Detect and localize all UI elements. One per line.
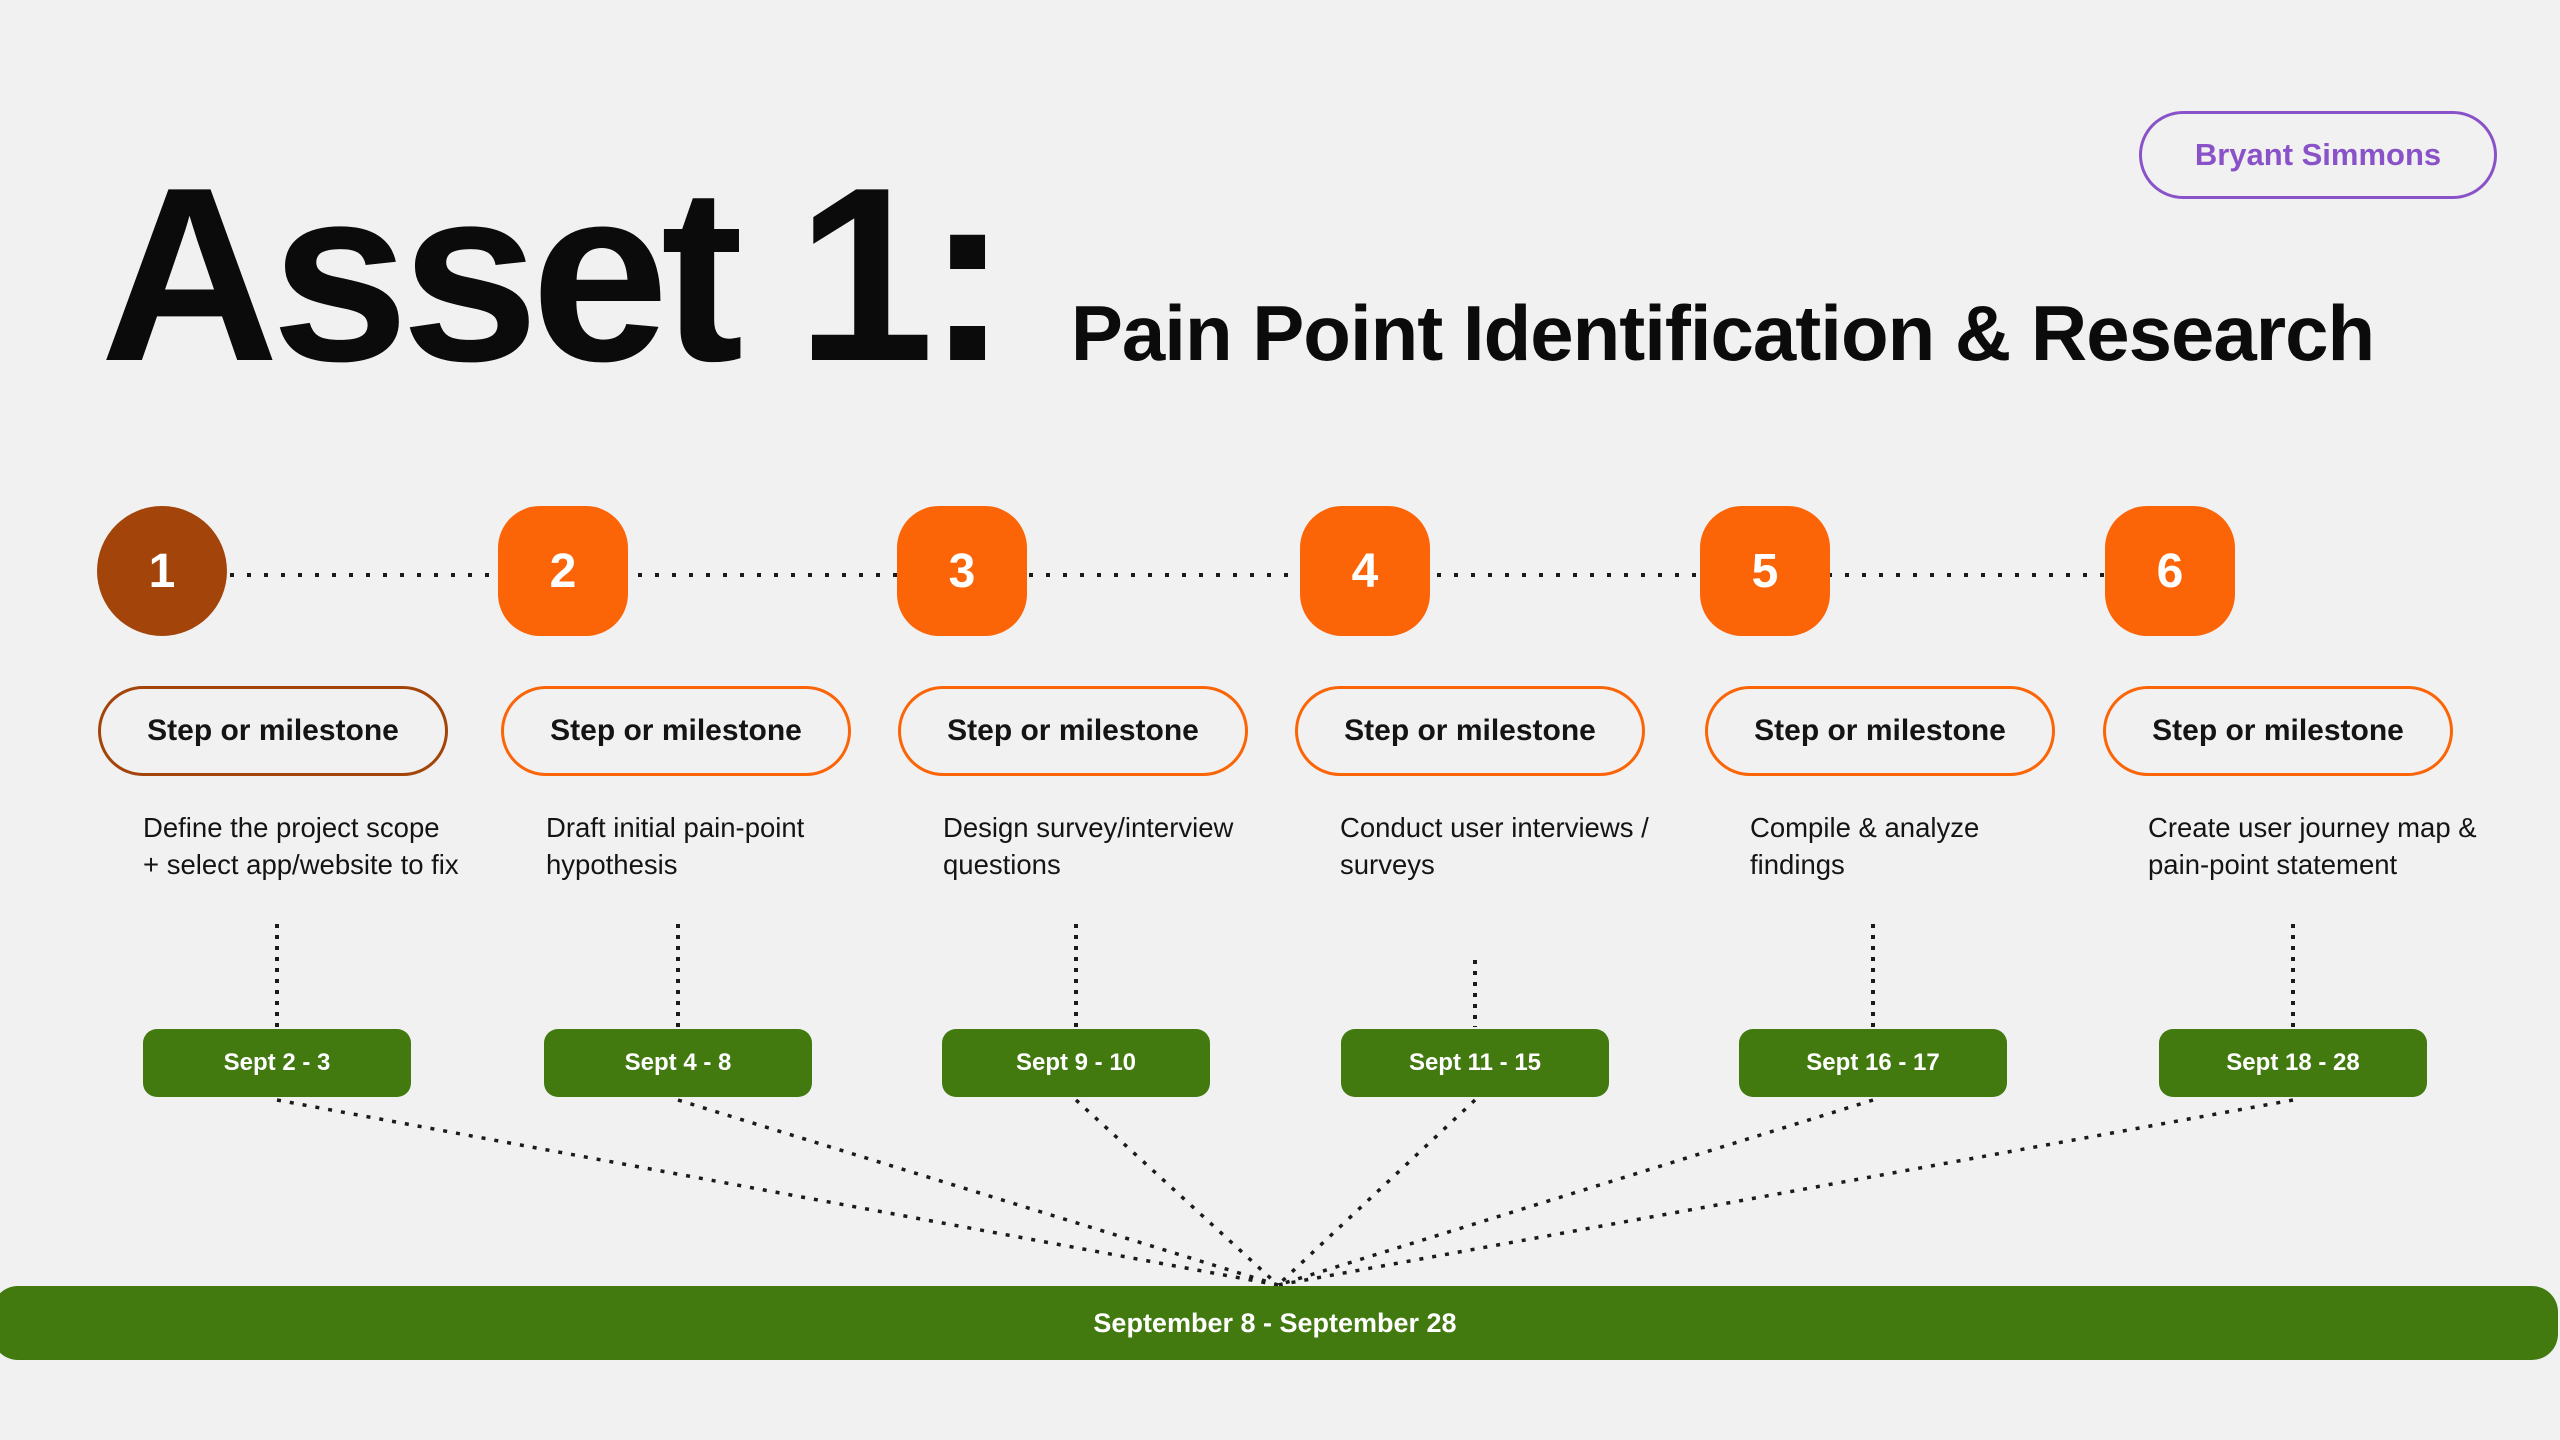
step-pill-label: Step or milestone — [1344, 714, 1596, 747]
step-pill-label: Step or milestone — [1754, 714, 2006, 747]
page-header: Asset 1: Pain Point Identification & Res… — [100, 135, 2375, 413]
step-description-4: Conduct user interviews / surveys — [1340, 812, 1649, 880]
step-marker-1[interactable]: 1 — [97, 506, 227, 636]
step-date-badge-1[interactable]: Sept 2 - 3 — [143, 1029, 411, 1097]
step-description-2: Draft initial pain-point hypothesis — [546, 812, 805, 880]
step-pill-6[interactable]: Step or milestone — [2103, 686, 2453, 776]
vertical-connectors — [275, 924, 2295, 1027]
step-pill-label: Step or milestone — [2152, 714, 2404, 747]
step-pill-label: Step or milestone — [550, 714, 802, 747]
step-date-label: Sept 16 - 17 — [1806, 1049, 1940, 1076]
step-description-3: Design survey/interview questions — [943, 812, 1234, 880]
step-number: 1 — [148, 544, 176, 598]
step-number: 6 — [2156, 544, 2184, 598]
page-title: Asset 1: — [100, 135, 1009, 413]
step-marker-3[interactable]: 3 — [897, 506, 1027, 636]
step-number: 3 — [948, 544, 976, 598]
profile-badge[interactable]: Bryant Simmons — [2139, 111, 2497, 199]
profile-badge-label: Bryant Simmons — [2194, 137, 2442, 172]
step-pill-label: Step or milestone — [147, 714, 399, 747]
page-subtitle: Pain Point Identification & Research — [1070, 289, 2375, 377]
overall-range-bar[interactable]: September 8 - September 28 — [0, 1286, 2558, 1360]
step-description-1: Define the project scope + select app/we… — [143, 812, 459, 880]
convergence-connectors — [276, 1098, 2294, 1287]
step-marker-4[interactable]: 4 — [1300, 506, 1430, 636]
step-date-label: Sept 2 - 3 — [223, 1049, 331, 1076]
step-marker-5[interactable]: 5 — [1700, 506, 1830, 636]
step-pill-1[interactable]: Step or milestone — [98, 686, 448, 776]
step-marker-6[interactable]: 6 — [2105, 506, 2235, 636]
step-pill-2[interactable]: Step or milestone — [501, 686, 851, 776]
step-date-label: Sept 4 - 8 — [624, 1049, 732, 1076]
step-marker-2[interactable]: 2 — [498, 506, 628, 636]
step-date-badge-5[interactable]: Sept 16 - 17 — [1739, 1029, 2007, 1097]
step-description-6: Create user journey map & pain-point sta… — [2148, 812, 2477, 880]
step-pill-label: Step or milestone — [947, 714, 1199, 747]
step-date-badge-3[interactable]: Sept 9 - 10 — [942, 1029, 1210, 1097]
step-number: 5 — [1751, 544, 1779, 598]
step-pill-3[interactable]: Step or milestone — [898, 686, 1248, 776]
overall-range-label: September 8 - September 28 — [1093, 1307, 1457, 1338]
step-date-badge-2[interactable]: Sept 4 - 8 — [544, 1029, 812, 1097]
step-pill-5[interactable]: Step or milestone — [1705, 686, 2055, 776]
step-number: 4 — [1351, 544, 1379, 598]
step-description-5: Compile & analyze findings — [1750, 812, 1980, 880]
step-date-label: Sept 9 - 10 — [1015, 1049, 1137, 1076]
step-date-badge-4[interactable]: Sept 11 - 15 — [1341, 1029, 1609, 1097]
step-date-badge-6[interactable]: Sept 18 - 28 — [2159, 1029, 2427, 1097]
step-number: 2 — [549, 544, 577, 598]
step-date-label: Sept 18 - 28 — [2226, 1049, 2360, 1076]
step-date-label: Sept 11 - 15 — [1408, 1049, 1542, 1076]
step-pill-4[interactable]: Step or milestone — [1295, 686, 1645, 776]
